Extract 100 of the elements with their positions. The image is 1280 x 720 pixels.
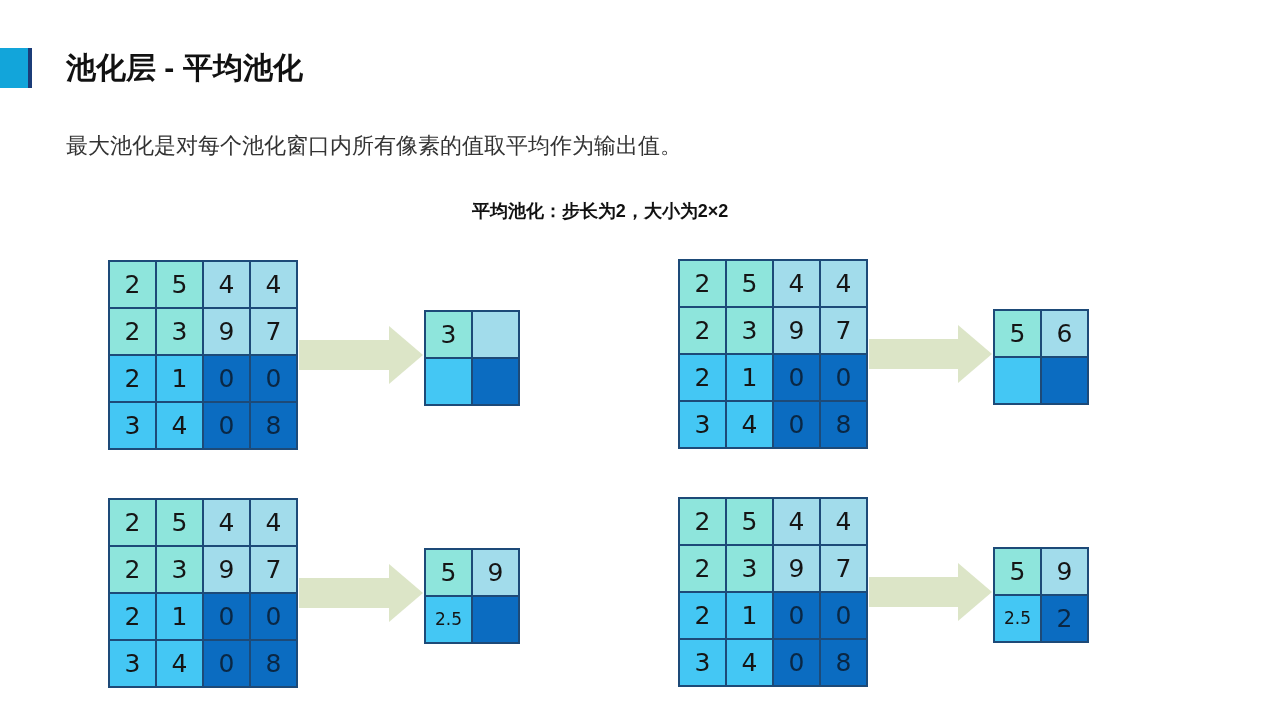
grid-cell	[773, 354, 820, 401]
cell-value: 2	[694, 556, 711, 581]
input-grid	[678, 259, 868, 449]
grid-cell	[726, 354, 773, 401]
cell-value: 2	[694, 603, 711, 628]
grid-cell	[250, 261, 297, 308]
grid-cell	[425, 596, 472, 643]
cell-value: 4	[835, 271, 852, 296]
cell-value: 4	[741, 412, 758, 437]
output-grid	[424, 310, 520, 406]
grid-cell	[250, 499, 297, 546]
grid-cell	[1041, 548, 1088, 595]
grid-cell	[726, 498, 773, 545]
cell-value: 0	[218, 366, 235, 391]
grid-cell	[250, 308, 297, 355]
grid-cell	[820, 354, 867, 401]
grid-cell	[156, 640, 203, 687]
grid-cell	[679, 639, 726, 686]
cell-value: 0	[218, 413, 235, 438]
cell-value: 4	[171, 651, 188, 676]
cell-value: 1	[171, 366, 188, 391]
cell-value: 4	[218, 272, 235, 297]
arrow	[869, 563, 992, 621]
cell-value: 3	[694, 412, 711, 437]
grid-cell	[994, 548, 1041, 595]
grid-cell	[726, 545, 773, 592]
cell-value: 0	[788, 412, 805, 437]
cell-value: 3	[124, 651, 141, 676]
grid-cell	[109, 546, 156, 593]
cell-value: 5	[741, 271, 758, 296]
cell-value: 4	[265, 272, 282, 297]
cell-value: 2	[694, 318, 711, 343]
grid-cell	[679, 354, 726, 401]
cell-value: 9	[1056, 559, 1073, 584]
grid-cell	[109, 308, 156, 355]
grid-cell	[109, 402, 156, 449]
grid-cell	[1041, 595, 1088, 642]
grid-cell	[109, 355, 156, 402]
input-grid	[678, 497, 868, 687]
grid-cell	[726, 592, 773, 639]
grid-cell	[1041, 310, 1088, 357]
cell-value: 3	[171, 557, 188, 582]
cell-value: 0	[835, 603, 852, 628]
grid-cell	[820, 307, 867, 354]
cell-value: 1	[741, 603, 758, 628]
cell-value: 3	[741, 556, 758, 581]
arrow	[869, 325, 992, 383]
grid-cell	[773, 545, 820, 592]
cell-value: 2.5	[434, 611, 462, 628]
grid-cell	[203, 546, 250, 593]
grid-cell	[726, 401, 773, 448]
cell-value: 2	[1056, 606, 1073, 631]
grid-cell	[820, 545, 867, 592]
grid-cell	[679, 307, 726, 354]
cell-value: 5	[171, 510, 188, 535]
input-grid	[108, 260, 298, 450]
grid-cell	[773, 401, 820, 448]
cell-value: 7	[265, 557, 282, 582]
grid-cell	[203, 402, 250, 449]
grid-cell	[773, 307, 820, 354]
grid-cell	[203, 355, 250, 402]
cell-value: 5	[1009, 559, 1026, 584]
grid-cell	[726, 639, 773, 686]
cell-value: 2	[124, 510, 141, 535]
grid-cell	[726, 260, 773, 307]
cell-value: 9	[218, 319, 235, 344]
cell-value: 1	[741, 365, 758, 390]
grid-cell	[820, 260, 867, 307]
grid-cell	[109, 593, 156, 640]
grid-cell	[250, 402, 297, 449]
grid-cell	[679, 592, 726, 639]
grid-cell	[250, 593, 297, 640]
grid-cell	[773, 260, 820, 307]
grid-cell	[156, 499, 203, 546]
cell-value: 8	[835, 650, 852, 675]
grid-cell	[472, 596, 519, 643]
cell-value: 1	[171, 604, 188, 629]
cell-value: 2	[124, 319, 141, 344]
arrow	[299, 564, 423, 622]
cell-value: 0	[788, 650, 805, 675]
output-grid	[993, 547, 1089, 643]
cell-value: 4	[788, 509, 805, 534]
cell-value: 9	[487, 560, 504, 585]
cell-value: 0	[265, 604, 282, 629]
cell-value: 2	[694, 271, 711, 296]
cell-value: 8	[265, 413, 282, 438]
cell-value: 5	[171, 272, 188, 297]
grid-cell	[250, 640, 297, 687]
description-text: 最大池化是对每个池化窗口内所有像素的值取平均作为输出值。	[66, 132, 682, 160]
grid-cell	[203, 261, 250, 308]
cell-value: 7	[265, 319, 282, 344]
grid-cell	[156, 593, 203, 640]
grid-cell	[820, 498, 867, 545]
grid-cell	[820, 592, 867, 639]
cell-value: 2	[124, 366, 141, 391]
section-heading: 平均池化：步长为2，大小为2×2	[470, 200, 730, 223]
slide-title: 池化层 - 平均池化	[66, 50, 303, 86]
grid-cell	[156, 546, 203, 593]
output-grid	[993, 309, 1089, 405]
cell-value: 3	[440, 322, 457, 347]
